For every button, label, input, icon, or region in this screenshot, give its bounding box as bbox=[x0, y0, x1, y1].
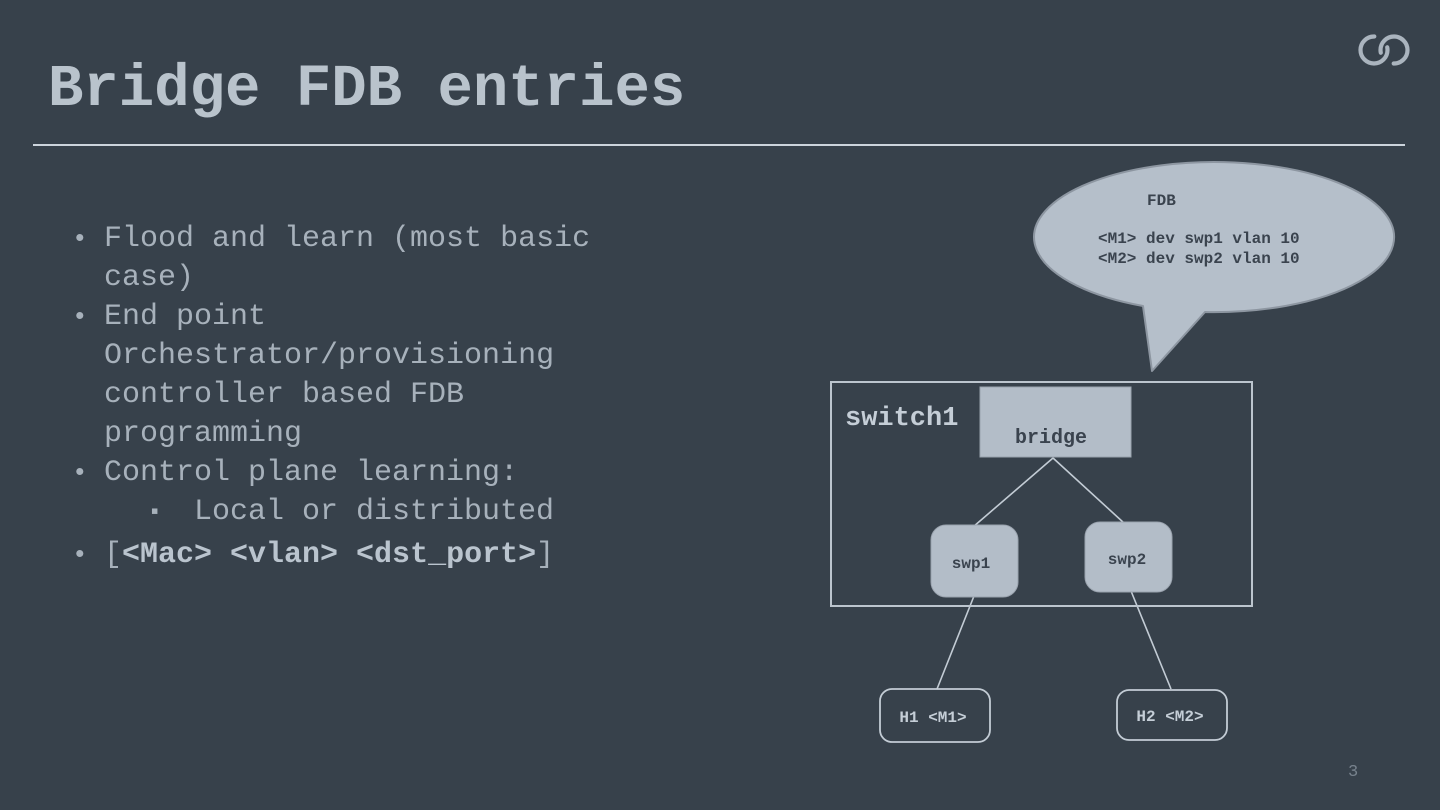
bullet-dot-icon: • bbox=[72, 540, 88, 570]
switch-box bbox=[830, 381, 1253, 607]
bullet-text: Local or distributed bbox=[194, 495, 555, 529]
link-bridge-swp2 bbox=[1052, 457, 1125, 524]
bullet-text: [<Mac> <vlan> <dst_port>] bbox=[104, 536, 554, 575]
bullet-dot-icon: • bbox=[72, 458, 88, 488]
port-label-swp1: swp1 bbox=[952, 555, 990, 573]
bridge-box bbox=[979, 386, 1132, 458]
bullet-endpoint-orchestrator: • End point Orchestrator/provisioning co… bbox=[58, 298, 718, 454]
link-swp1-h1 bbox=[936, 595, 975, 690]
bullet-text: Control plane learning: bbox=[104, 456, 519, 490]
link-swp2-h2 bbox=[1130, 590, 1172, 690]
title-divider bbox=[33, 144, 1405, 146]
link-bridge-swp1 bbox=[972, 457, 1054, 528]
fdb-entry-2: <M2> dev swp2 vlan 10 bbox=[1098, 250, 1300, 268]
host-box-h2 bbox=[1116, 689, 1228, 741]
bullet-dot-icon: • bbox=[72, 302, 88, 332]
page-title: Bridge FDB entries bbox=[48, 56, 686, 123]
bridge-label: bridge bbox=[1015, 427, 1087, 450]
bullet-text: End point Orchestrator/provisioning cont… bbox=[104, 300, 555, 451]
host-label-h1: H1 <M1> bbox=[899, 709, 966, 727]
logo-right-ring bbox=[1378, 34, 1410, 66]
bullet-control-plane-learning: • Control plane learning: bbox=[58, 454, 718, 493]
fdb-entry-1: <M1> dev swp1 vlan 10 bbox=[1098, 230, 1300, 248]
bracket-close: ] bbox=[536, 538, 555, 572]
port-label-swp2: swp2 bbox=[1108, 551, 1146, 569]
bullet-square-icon: ▪ bbox=[148, 500, 162, 525]
host-label-h2: H2 <M2> bbox=[1136, 708, 1203, 726]
logo-left-ring bbox=[1358, 34, 1390, 66]
bullet-text: Flood and learn (most basic case) bbox=[104, 222, 591, 295]
fdb-entry-format: <Mac> <vlan> <dst_port> bbox=[122, 538, 537, 572]
port-box-swp2 bbox=[1084, 521, 1173, 593]
bracket-open: [ bbox=[104, 538, 123, 572]
switch-label: switch1 bbox=[845, 404, 958, 434]
interlocked-rings-logo-icon bbox=[1358, 34, 1410, 66]
callout-title: FDB bbox=[1147, 192, 1176, 210]
bullet-list: • Flood and learn (most basic case) • En… bbox=[58, 220, 718, 575]
page-number: 3 bbox=[1348, 763, 1359, 782]
subbullet-local-or-distributed: ▪ Local or distributed bbox=[58, 493, 718, 532]
fdb-callout-bubble bbox=[1033, 161, 1396, 372]
host-box-h1 bbox=[879, 688, 991, 743]
bullet-mac-vlan-dstport: • [<Mac> <vlan> <dst_port>] bbox=[58, 536, 718, 575]
port-box-swp1 bbox=[930, 524, 1019, 598]
bullet-flood-and-learn: • Flood and learn (most basic case) bbox=[58, 220, 718, 298]
bullet-dot-icon: • bbox=[72, 224, 88, 254]
